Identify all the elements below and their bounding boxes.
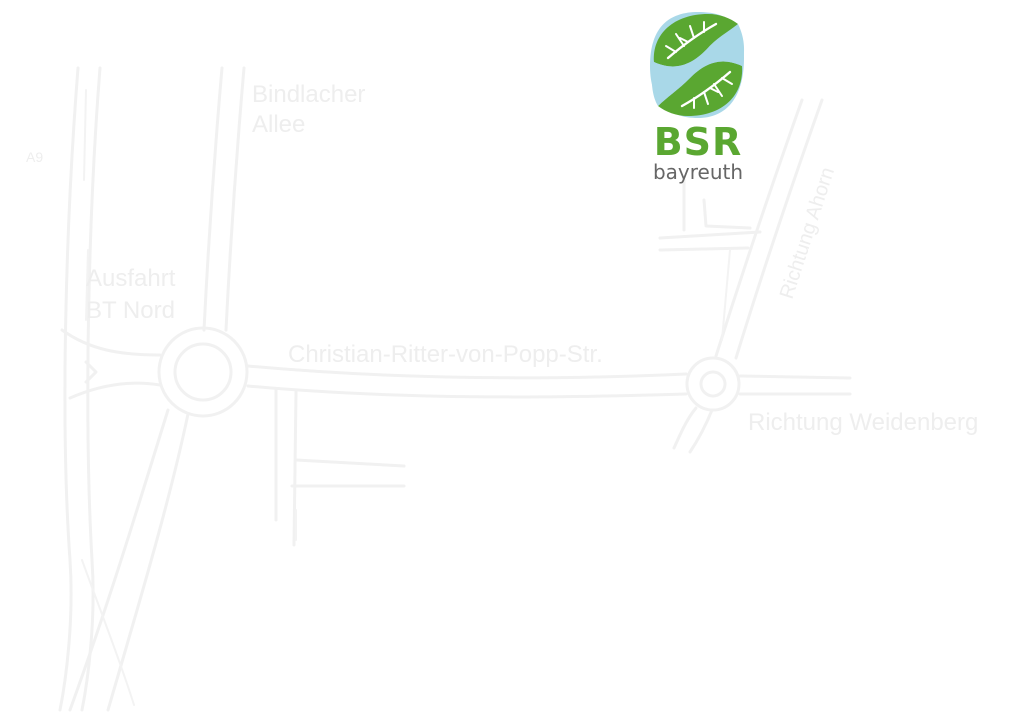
road-south (68, 408, 190, 712)
road-southeast (672, 406, 714, 454)
label-bindlacher-1: Bindlacher (252, 81, 365, 108)
side-streets (274, 388, 406, 547)
road-bindlacher-allee (202, 66, 246, 332)
road-christian-ritter-von-popp (246, 364, 688, 399)
roundabout-right (685, 356, 741, 412)
label-a9: A9 (26, 149, 43, 165)
motorway-exit (60, 328, 162, 400)
leaf-river-icon (650, 12, 745, 118)
bsr-logo: BSR bayreuth (646, 10, 750, 186)
logo-subtitle: bayreuth (652, 160, 744, 184)
logo-title: BSR (653, 120, 743, 164)
label-ausfahrt-2: BT Nord (86, 297, 175, 324)
label-christian-ritter-von-popp-str: Christian-Ritter-von-Popp-Str. (288, 341, 603, 368)
label-richtung-weidenberg: Richtung Weidenberg (748, 409, 978, 436)
roundabout-left (157, 326, 249, 418)
label-bindlacher-2: Allee (252, 111, 305, 138)
label-ausfahrt-1: Ausfahrt (86, 265, 176, 292)
streets-near-logo (658, 178, 762, 341)
road-east (738, 374, 852, 396)
label-richtung-ahorn: Richtung Ahorn (776, 165, 839, 302)
